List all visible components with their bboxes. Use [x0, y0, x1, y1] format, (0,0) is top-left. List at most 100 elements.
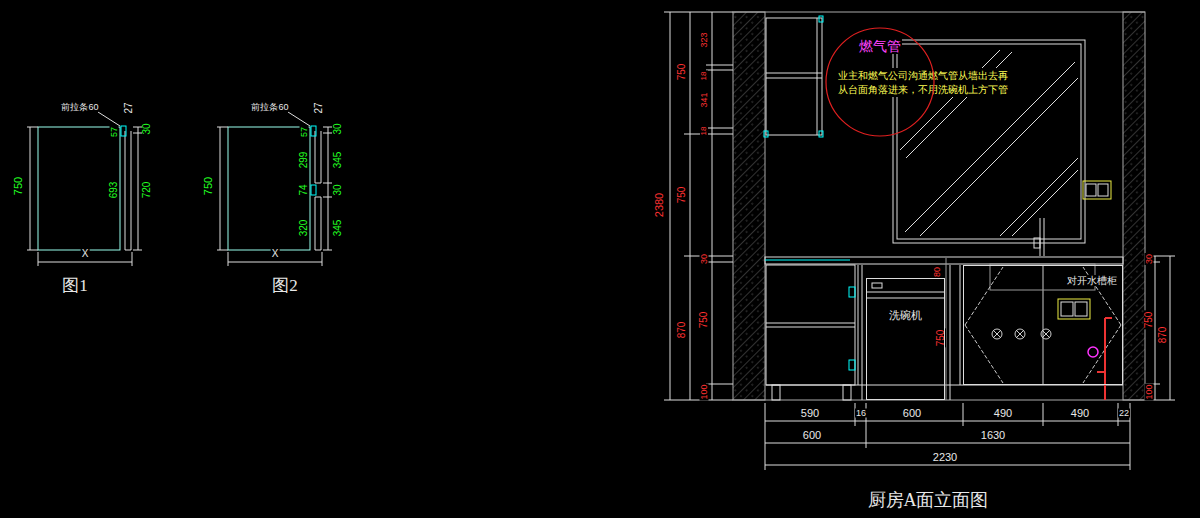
node-label: 燃气管	[858, 39, 902, 54]
callout-circle-outline	[826, 28, 934, 136]
dimension-text: 750	[699, 311, 709, 330]
wall-cabinet-part	[766, 78, 822, 79]
cabinet-section-2-part	[311, 126, 316, 136]
dimension-lines-elevation-part	[684, 256, 733, 257]
label-text: 前拉条60	[250, 103, 289, 112]
sink-cabinet-detail-part	[1041, 329, 1051, 339]
sink-cabinet-detail-part	[1042, 330, 1050, 338]
cabinet-section-2-part	[315, 197, 321, 198]
countertop	[765, 257, 1123, 264]
dishwasher-detail-part	[950, 265, 951, 400]
base-cabinet-part	[849, 287, 855, 297]
dimension-lines-1-part	[133, 250, 142, 251]
cabinet-section-2-part	[321, 197, 322, 250]
label-text: X	[81, 249, 90, 259]
dimension-text: 870	[677, 321, 687, 340]
dimension-lines-2-part	[220, 127, 221, 250]
dimension-lines-elevation-part	[963, 403, 964, 426]
dimension-text: 750	[677, 186, 687, 205]
dimension-lines-elevation-part	[765, 443, 1130, 444]
gas-pipe-callout: 燃气管	[825, 27, 935, 137]
dimension-lines-1-part	[38, 262, 132, 263]
sink-cabinet-detail-part	[1016, 330, 1024, 338]
label-text: X	[271, 249, 280, 259]
label-text: 图1	[61, 277, 89, 294]
base-cabinet-part	[772, 385, 780, 400]
dimension-lines-elevation-part	[1043, 403, 1044, 426]
dimension-text: 30	[1145, 253, 1154, 265]
power-socket-part	[1086, 184, 1096, 196]
wall-section-part	[733, 12, 1145, 13]
dimension-lines-elevation-part	[765, 465, 1130, 466]
window-part	[900, 50, 1000, 150]
pipe-part	[1105, 317, 1112, 319]
dimension-lines-elevation-part	[1155, 256, 1156, 400]
dimension-text: 490	[1070, 408, 1090, 419]
window-part	[920, 78, 1078, 236]
dimension-lines-elevation-part	[706, 70, 733, 71]
dimension-text: 1630	[980, 430, 1006, 441]
wall-cabinet-part	[766, 18, 822, 135]
cabinet-section-2-part	[311, 185, 316, 195]
dishwasher-detail-part	[866, 292, 945, 293]
pipe	[1088, 318, 1112, 400]
dimension-text: 2380	[654, 192, 665, 218]
pipe-part	[1097, 371, 1105, 373]
pipe-part	[1104, 318, 1106, 400]
cabinet-section-2-part	[228, 127, 310, 250]
dimension-lines-2-part	[288, 112, 310, 126]
dishwasher-detail	[862, 265, 960, 400]
faucet-part	[1044, 218, 1045, 256]
dimension-lines-2-part	[217, 250, 228, 251]
drawing-title: 厨房A面立面图	[867, 491, 990, 509]
dimension-text: 74	[299, 183, 309, 196]
countertop-part	[765, 260, 850, 261]
window-part	[1000, 158, 1078, 236]
dimension-lines-elevation-part	[690, 12, 691, 400]
dimension-text: 30	[333, 122, 343, 135]
base-cabinet-part	[858, 265, 859, 385]
dimension-text: 345	[333, 219, 343, 238]
sink-cabinet-detail-part	[1043, 265, 1044, 385]
cabinet-section-1	[38, 126, 131, 250]
dimension-lines-elevation-part	[706, 384, 733, 385]
dimension-text: 600	[802, 430, 822, 441]
dimension-lines-2-part	[323, 250, 332, 251]
wall-cabinet-part	[819, 131, 823, 137]
dimension-text: 590	[800, 408, 820, 419]
dimension-text: 18	[700, 71, 708, 82]
dimension-lines-1-part	[27, 127, 38, 128]
sink-cabinet-detail-part	[965, 267, 1003, 325]
note-text: 业主和燃气公司沟通燃气管从墙出去再 从台面角落进来，不用洗碗机上方下管	[836, 68, 1020, 97]
dimension-lines-1-part	[138, 127, 139, 250]
power-socket-part	[1083, 181, 1111, 199]
wall-section-part	[733, 12, 765, 400]
dimension-text: 693	[109, 181, 119, 200]
wall-cabinet	[764, 16, 823, 137]
dimension-text: 299	[299, 151, 309, 170]
wall-cabinet-part	[766, 73, 822, 74]
dimension-lines-elevation-part	[706, 128, 733, 129]
wall-cabinet-part	[817, 18, 818, 135]
dimension-text: 16	[855, 409, 867, 418]
dimension-lines-elevation-part	[765, 421, 1130, 422]
dimension-text: 750	[1144, 311, 1154, 330]
faucet-part	[1040, 218, 1041, 256]
faucet-part	[1034, 238, 1040, 248]
dimension-lines-1-part	[132, 252, 133, 266]
dimension-lines-2-part	[323, 183, 332, 184]
cabinet-section-1-part	[121, 126, 126, 136]
dimension-lines-2	[217, 112, 332, 266]
cabinet-section-2-part	[315, 183, 321, 184]
dimension-text: 2230	[932, 452, 958, 463]
cabinet-section-2-part	[315, 250, 321, 251]
dimension-lines-1-part	[27, 250, 38, 251]
sink-cabinet-detail-part	[993, 330, 1001, 338]
cabinet-section-2-part	[321, 131, 322, 183]
cabinet-section-1-part	[125, 131, 126, 250]
dishwasher-box: 洗碗机	[866, 278, 945, 400]
sink-cabinet-detail	[965, 264, 1121, 385]
sink-cabinet-detail-part	[1083, 325, 1121, 383]
